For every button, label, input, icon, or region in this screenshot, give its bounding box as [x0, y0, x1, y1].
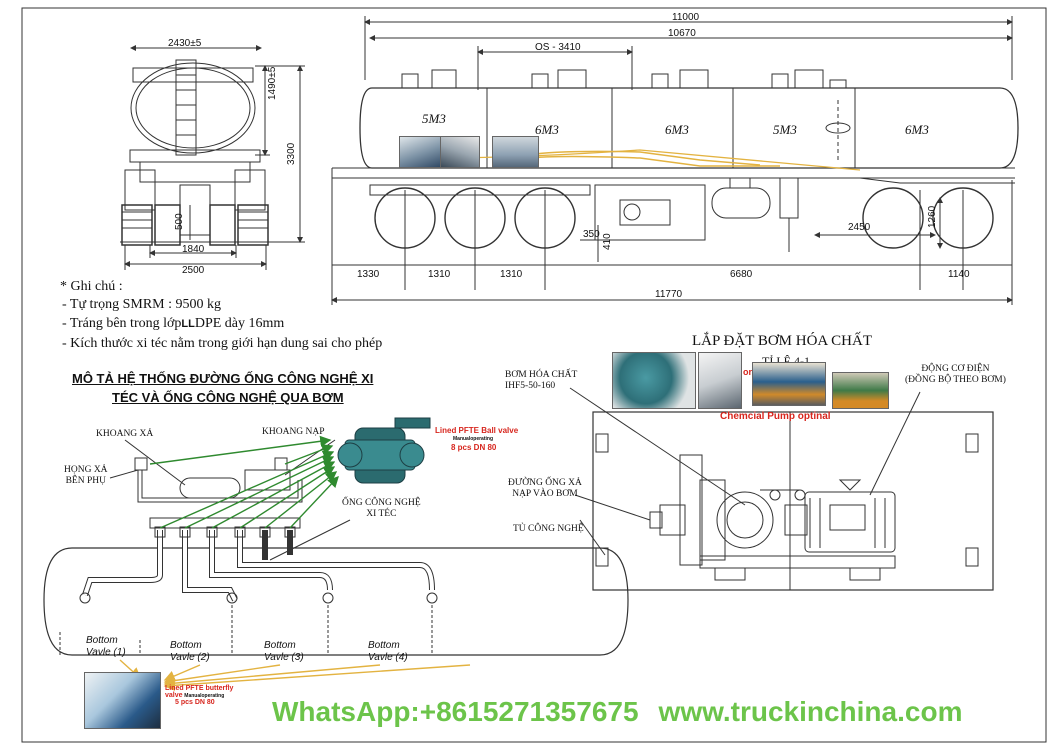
- label-khoang-nap: KHOANG NẠP: [262, 427, 325, 437]
- pump-title: LẮP ĐẶT BƠM HÓA CHẤT: [692, 333, 873, 349]
- dim-1330: 1330: [357, 269, 380, 280]
- label-dong-co: ĐỘNG CƠ ĐIỆN(ĐỒNG BỘ THEO BƠM): [905, 364, 1006, 385]
- end-view: [120, 45, 305, 270]
- compartment-5: 6M3: [905, 122, 929, 137]
- valve-photo-2: [440, 136, 480, 168]
- compartment-4: 5M3: [773, 122, 797, 137]
- ball-valve-picture: [337, 417, 431, 484]
- dim-2450: 2450: [848, 222, 871, 233]
- butterfly-arrows: [119, 659, 471, 691]
- dim-length-10670: 10670: [668, 28, 696, 39]
- notes-line1: - Tự trọng SMRM : 9500 kg: [62, 297, 222, 312]
- watermark: WhatsApp:+8615271357675 www.truckinchina.…: [272, 698, 962, 726]
- butterfly-caption: Lined PFTE butterfly valve Manualoperati…: [165, 685, 234, 706]
- compartment-2: 6M3: [535, 122, 559, 137]
- ball-valve-caption: Lined PFTE Ball valve Manualoperating 8 …: [435, 426, 519, 452]
- dim-h500: 500: [174, 213, 185, 230]
- pump-optinal: Chemcial Pump optinal: [720, 411, 831, 422]
- dim-410: 410: [602, 233, 613, 250]
- dim-11770: 11770: [655, 289, 683, 300]
- dim-1260: 1260: [927, 205, 938, 228]
- dim-h1490: 1490±5: [267, 66, 278, 100]
- dim-width: 2430±5: [168, 38, 202, 49]
- dim-1140: 1140: [948, 269, 970, 280]
- notes-line3: - Kích thước xi téc nằm trong giới hạn d…: [62, 336, 383, 351]
- pump-photo-1: [612, 352, 696, 409]
- valve-photo-1: [399, 136, 441, 168]
- dim-w1840: 1840: [182, 244, 205, 255]
- ball-valve-arrows: [149, 435, 339, 529]
- pump-photo-4: [832, 372, 889, 409]
- dim-350: 350: [583, 229, 600, 240]
- dim-1310b: 1310: [500, 269, 523, 280]
- watermark-whatsapp: WhatsApp:+8615271357675: [272, 696, 639, 727]
- dim-h3300: 3300: [286, 142, 297, 165]
- piping-title-line1: MÔ TẢ HỆ THỐNG ĐƯỜNG ỐNG CÔNG NGHỆ XI: [72, 371, 374, 386]
- pump-or: or: [743, 367, 752, 377]
- pump-photo-3: [752, 362, 826, 406]
- dim-6680: 6680: [730, 269, 753, 280]
- notes-title: * Ghi chú :: [60, 279, 123, 294]
- watermark-site: www.truckinchina.com: [658, 696, 963, 727]
- piping-title-line2: TÉC VÀ ỐNG CÔNG NGHỆ QUA BƠM: [112, 390, 344, 405]
- dim-total-length: 11000: [672, 12, 700, 23]
- compartment-3: 6M3: [665, 122, 689, 137]
- compartment-1: 5M3: [422, 111, 446, 126]
- label-tu-cong-nghe: TỦ CÔNG NGHỆ: [513, 524, 584, 534]
- valve-photo-3: [492, 136, 539, 168]
- dim-os: OS - 3410: [535, 42, 581, 53]
- dim-w2500: 2500: [182, 265, 205, 276]
- pump-photo-2: [698, 352, 742, 409]
- butterfly-valve-photo: [84, 672, 161, 729]
- notes-line2: - Tráng bên trong lớpLLDPE dày 16mm: [62, 316, 285, 331]
- pump-drawing: [569, 387, 994, 591]
- dim-1310a: 1310: [428, 269, 451, 280]
- label-khoang-xa: KHOANG XẢ: [96, 429, 154, 439]
